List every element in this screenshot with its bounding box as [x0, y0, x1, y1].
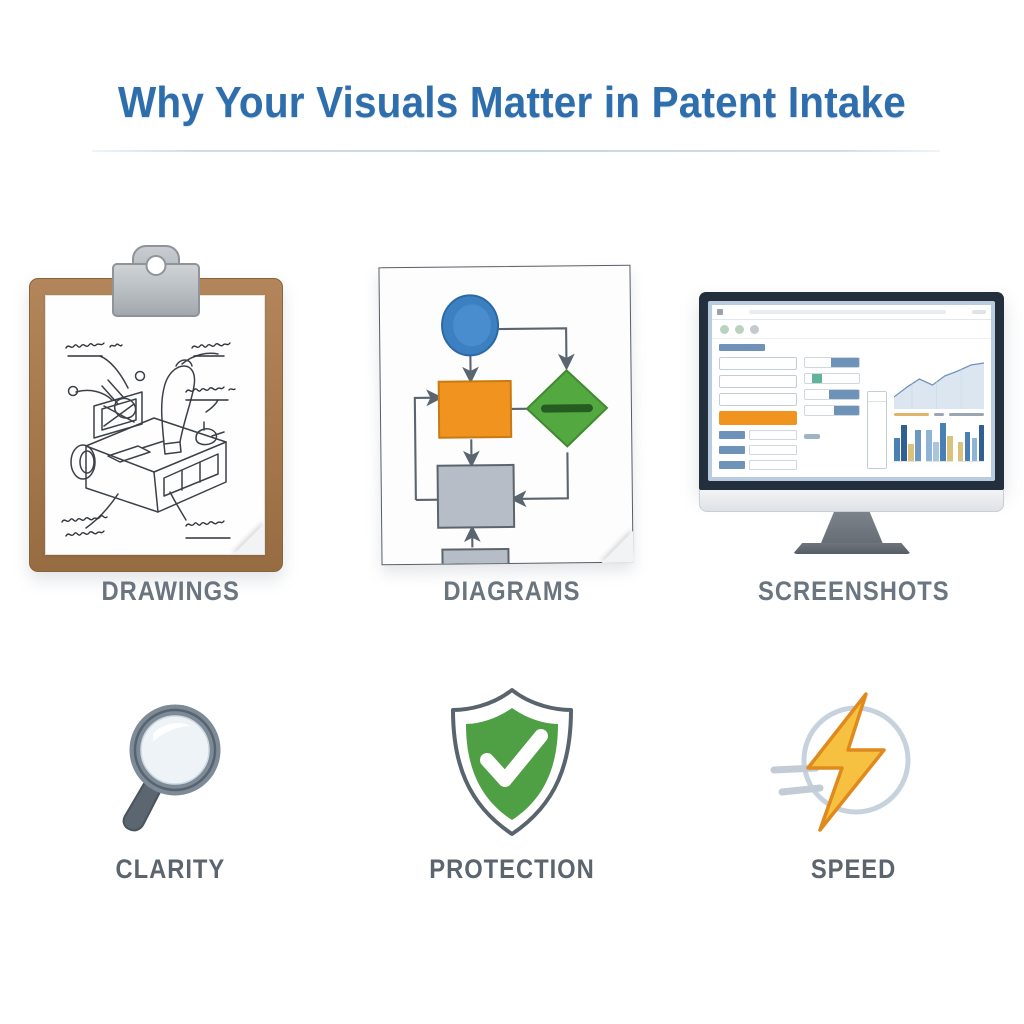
media-types-row: DRAWINGS — [0, 245, 1024, 660]
bar-group-1 — [894, 419, 921, 462]
side-panel — [867, 391, 888, 469]
row-value-3 — [749, 460, 798, 470]
flowchart-page-icon — [352, 250, 672, 570]
monitor-stand-base — [792, 543, 911, 554]
speed-lines — [770, 764, 824, 796]
benefits-row: CLARITY PROTECTION — [0, 688, 1024, 920]
window-dot-3 — [750, 324, 760, 334]
media-label-screenshots: SCREENSHOTS — [757, 576, 950, 606]
benefit-card-clarity: CLARITY — [0, 690, 341, 920]
slider-2[interactable] — [804, 373, 861, 384]
monitor-screen — [712, 305, 992, 477]
chart-legend — [894, 413, 985, 416]
window-controls — [712, 320, 992, 339]
benefit-card-speed: SPEED — [683, 690, 1024, 920]
desktop-monitor-icon — [693, 250, 1013, 570]
monitor-stand-neck — [819, 512, 884, 546]
row-value-2 — [749, 445, 798, 455]
slider-column — [804, 357, 861, 470]
window-dot-2 — [735, 324, 745, 334]
bar-group-2 — [925, 419, 953, 462]
data-row-2 — [719, 445, 798, 455]
slider-handle-icon[interactable] — [804, 434, 821, 439]
clipboard-board — [28, 245, 283, 572]
browser-menu-icon — [717, 309, 724, 315]
row-value-1 — [749, 430, 798, 440]
primary-submit-button[interactable] — [719, 411, 798, 425]
area-chart — [894, 357, 985, 409]
clipboard-sketch-icon — [11, 245, 331, 572]
form-field-1[interactable] — [719, 357, 798, 370]
row-label-3 — [719, 461, 746, 469]
monitor-bezel — [699, 292, 1005, 490]
slider-1[interactable] — [804, 357, 861, 368]
lightning-bolt-icon — [770, 692, 911, 832]
slider-3[interactable] — [804, 389, 861, 400]
row-label-2 — [719, 446, 746, 454]
charts-column — [894, 357, 985, 470]
browser-url-bar — [712, 305, 992, 320]
slider-4[interactable] — [804, 405, 861, 416]
row-label-1 — [719, 431, 746, 439]
flow-node-process — [437, 379, 513, 439]
window-dot-1 — [720, 324, 730, 334]
media-label-diagrams: DIAGRAMS — [443, 576, 581, 606]
bar-group-3 — [957, 419, 985, 462]
media-label-drawings: DRAWINGS — [101, 576, 240, 606]
data-row-1 — [719, 430, 798, 440]
form-column — [719, 357, 798, 470]
media-card-drawings: DRAWINGS — [0, 245, 341, 660]
side-panel-header — [868, 392, 887, 402]
clipboard-paper — [44, 295, 265, 555]
dashboard-header — [712, 339, 991, 351]
invention-sketch — [60, 342, 236, 539]
data-row-3 — [719, 460, 798, 470]
magnifying-glass-icon — [122, 704, 221, 832]
section-title-bar — [719, 344, 766, 351]
flow-node-step — [436, 463, 516, 529]
flow-node-end — [441, 547, 510, 565]
clipboard-clip-hole — [145, 255, 167, 276]
benefit-label-protection: PROTECTION — [429, 854, 595, 884]
flowchart-graphic — [413, 294, 609, 565]
side-panel-column — [867, 357, 888, 470]
url-input[interactable] — [749, 310, 947, 314]
diagram-sheet — [378, 264, 634, 566]
title-divider — [92, 150, 940, 152]
monitor-chin — [699, 490, 1005, 512]
form-field-3[interactable] — [719, 393, 798, 406]
benefit-card-protection: PROTECTION — [341, 688, 682, 920]
dashboard-body — [712, 351, 991, 476]
page-title: Why Your Visuals Matter in Patent Intake — [118, 78, 906, 127]
benefit-label-clarity: CLARITY — [115, 854, 226, 884]
media-card-screenshots: SCREENSHOTS — [683, 250, 1024, 660]
bar-charts — [894, 419, 985, 462]
browser-actions-icon — [972, 310, 987, 314]
sheet-curl-corner — [601, 530, 634, 564]
paper-curl-corner — [232, 523, 264, 554]
shield-check-icon — [450, 688, 573, 836]
media-card-diagrams: DIAGRAMS — [341, 250, 682, 660]
benefit-label-speed: SPEED — [810, 854, 897, 884]
form-field-2[interactable] — [719, 375, 798, 388]
